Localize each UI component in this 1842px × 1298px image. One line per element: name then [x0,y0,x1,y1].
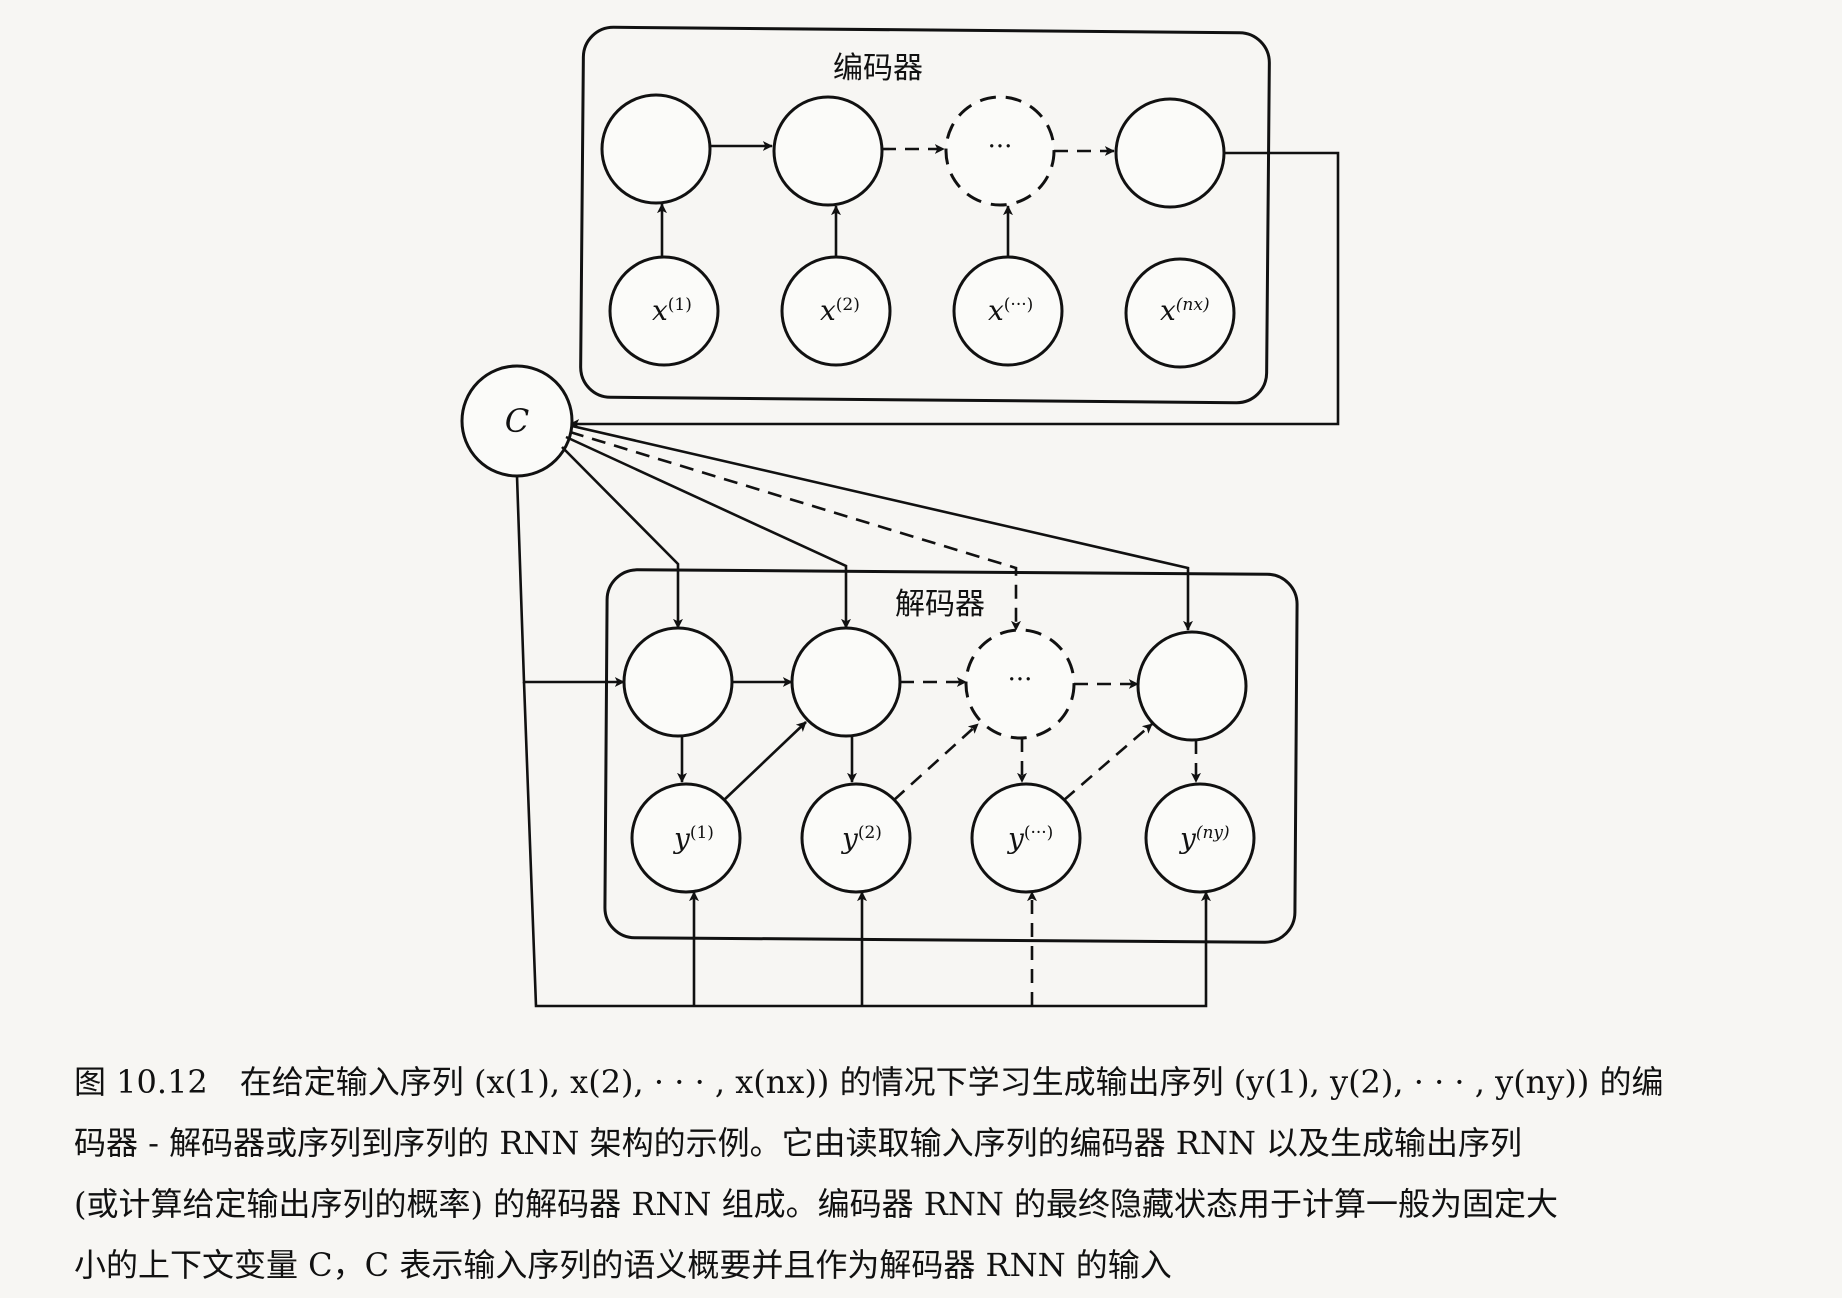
dec-edge-y1-h2 [723,721,807,801]
caption-line-2: 码器 - 解码器或序列到序列的 RNN 架构的示例。它由读取输入序列的编码器 R… [74,1124,1523,1162]
ctx-edge-dh1 [561,446,683,629]
encoder-input-node-last [1124,257,1236,369]
caption-line-4: 小的上下文变量 C，C 表示输入序列的语义概要并且作为解码器 RNN 的输入 [74,1246,1172,1284]
ctx-bottom-bus [522,681,1211,1008]
decoder-output-label-dots: y(···) [1006,822,1053,855]
decoder-output-label-last: y(ny) [1178,822,1230,855]
encoder-dots-label: ··· [988,132,1013,162]
enc-edge-hlast-context [569,151,1340,429]
figure-caption: 图 10.12 在给定输入序列 (x(1), x(2), · · · , x(n… [74,1052,1794,1296]
encoder-input-label-last: x(nx) [1160,294,1210,327]
decoder-output-label-1: y(1) [672,822,714,855]
encoder-hidden-node-2 [772,95,884,207]
decoder-hidden-node-1 [622,626,734,738]
decoder-dots-label: ··· [1008,665,1033,695]
ctx-edge-dhlast [571,424,1193,631]
encoder-box [579,25,1271,405]
decoder-output-node-1 [630,782,742,894]
decoder-output-node-dots [970,782,1082,894]
decoder-output-node-last [1144,782,1256,894]
ctx-edge-dhdots [569,430,1021,631]
encoder-input-node-1 [608,255,720,367]
decoder-hidden-node-last [1136,630,1248,742]
encoder-input-label-1: x(1) [652,294,692,327]
decoder-output-label-2: y(2) [840,822,882,855]
caption-line-1: 图 10.12 在给定输入序列 (x(1), x(2), · · · , x(n… [74,1063,1664,1101]
decoder-output-node-2 [800,782,912,894]
dec-edge-ydots-hlast [1063,723,1153,801]
encoder-hidden-node-1 [600,93,712,205]
ctx-edge-dh2 [565,435,851,629]
encoder-input-label-2: x(2) [820,294,860,327]
decoder-box [603,568,1299,944]
encoder-title: 编码器 [833,51,923,86]
context-label: C [505,402,529,440]
caption-line-3: (或计算给定输出序列的概率) 的解码器 RNN 组成。编码器 RNN 的最终隐藏… [74,1185,1559,1223]
encoder-hidden-node-last [1114,97,1226,209]
dec-edge-y2-hdots [893,723,979,801]
decoder-title: 解码器 [895,587,985,622]
encoder-input-label-dots: x(···) [988,294,1033,327]
decoder-hidden-node-2 [790,626,902,738]
